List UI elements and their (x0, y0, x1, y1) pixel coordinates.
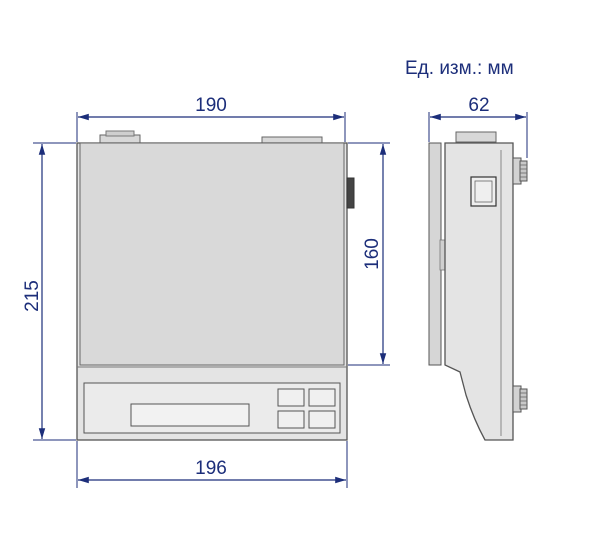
dimension-label-160: 160 (362, 238, 383, 270)
front-platform (79, 142, 345, 366)
dimension-side-depth: 62 (428, 95, 528, 158)
keypad-button (277, 388, 305, 407)
dimension-label-190: 190 (195, 95, 227, 116)
dimension-label-62: 62 (468, 95, 489, 116)
dimension-label-196: 196 (195, 458, 227, 479)
keypad-button (308, 388, 336, 407)
side-connector (455, 131, 497, 143)
side-view (428, 131, 528, 441)
dimension-front-top-width: 190 (76, 95, 346, 142)
dimension-front-bottom-width: 196 (76, 441, 348, 488)
lower-foot-knob (512, 385, 528, 413)
keypad-button (308, 410, 336, 429)
upper-foot-knob (512, 157, 528, 185)
side-platform-plate (428, 142, 442, 366)
dimension-front-total-height: 215 (22, 142, 76, 441)
units-label: Ед. изм.: мм (405, 58, 514, 79)
dimension-platform-height: 160 (348, 142, 390, 366)
front-view (76, 130, 355, 441)
power-switch (346, 177, 355, 209)
keypad-button (277, 410, 305, 429)
dimension-label-215: 215 (22, 280, 43, 312)
side-body (444, 142, 514, 441)
lcd-display (130, 403, 250, 427)
